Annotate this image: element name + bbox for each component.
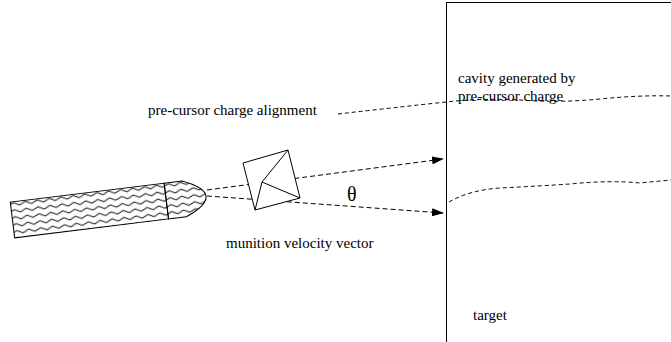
- annotation-label: pre-cursor charge alignment: [148, 101, 317, 119]
- node-label: target: [473, 306, 507, 324]
- annotation-label: cavity generated by pre-cursor charge: [458, 69, 598, 105]
- precursor-charge: [243, 150, 300, 210]
- cavity-outline: [449, 180, 671, 202]
- annotation-label: θ: [347, 182, 357, 206]
- alignment-vector: [207, 159, 443, 190]
- velocity-vector: [207, 196, 443, 213]
- target-block: target: [446, 2, 671, 342]
- annotation-label: munition velocity vector: [226, 234, 373, 252]
- munition: [10, 178, 208, 237]
